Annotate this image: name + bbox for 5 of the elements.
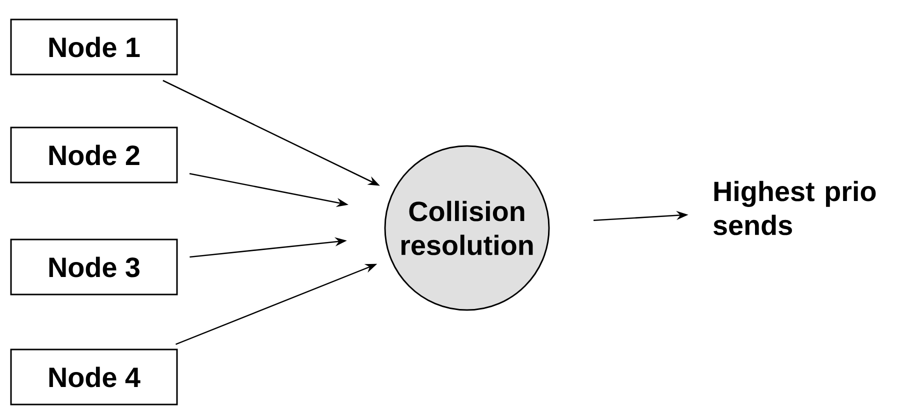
node-box: Node 1	[10, 18, 178, 76]
node-box: Node 3	[10, 238, 178, 296]
node-box: Node 4	[10, 348, 178, 406]
node-box: Node 2	[10, 126, 178, 184]
output-text: Highest prio sends	[714, 180, 876, 236]
